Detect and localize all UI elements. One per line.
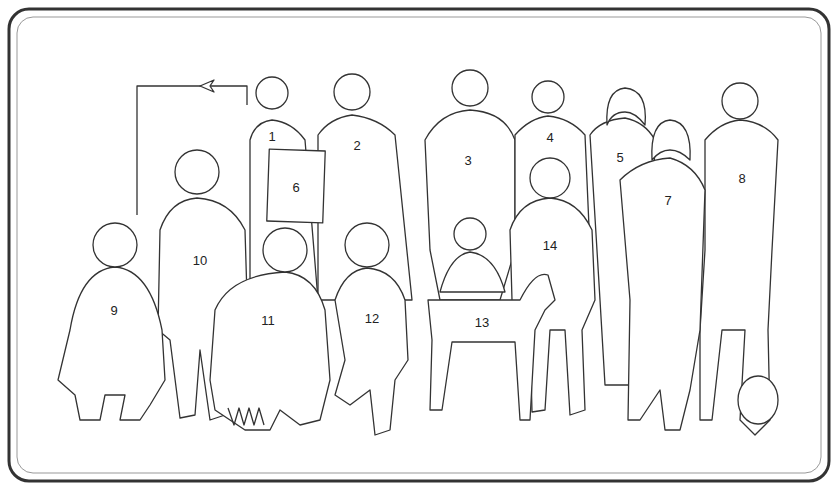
callout-number: 9	[110, 304, 117, 317]
person-with-dog-silhouette	[428, 218, 555, 420]
callout-number: 7	[664, 194, 671, 207]
callout-number: 1	[268, 130, 275, 143]
callout-number: 4	[546, 131, 553, 144]
callout-number: 5	[616, 151, 623, 164]
callout-number: 10	[193, 254, 207, 267]
callout-number: 6	[292, 181, 299, 194]
person-silhouette	[210, 228, 330, 430]
person-silhouette	[700, 83, 778, 435]
callout-number: 8	[738, 172, 745, 185]
frame-inner	[17, 17, 821, 473]
arrow-symbol	[200, 80, 214, 92]
frame-border	[9, 9, 829, 481]
person-silhouette	[58, 223, 165, 420]
callout-number: 12	[365, 312, 379, 325]
callout-number: 14	[543, 239, 557, 252]
person-silhouette	[425, 70, 515, 300]
callout-number: 2	[353, 139, 360, 152]
placard	[267, 149, 325, 223]
callout-number: 3	[464, 154, 471, 167]
person-silhouette	[620, 120, 705, 430]
person-silhouette	[318, 74, 412, 300]
person-silhouette	[335, 223, 408, 435]
callout-number: 11	[261, 314, 275, 327]
callout-number: 13	[475, 316, 489, 329]
sign-frame	[137, 86, 247, 215]
